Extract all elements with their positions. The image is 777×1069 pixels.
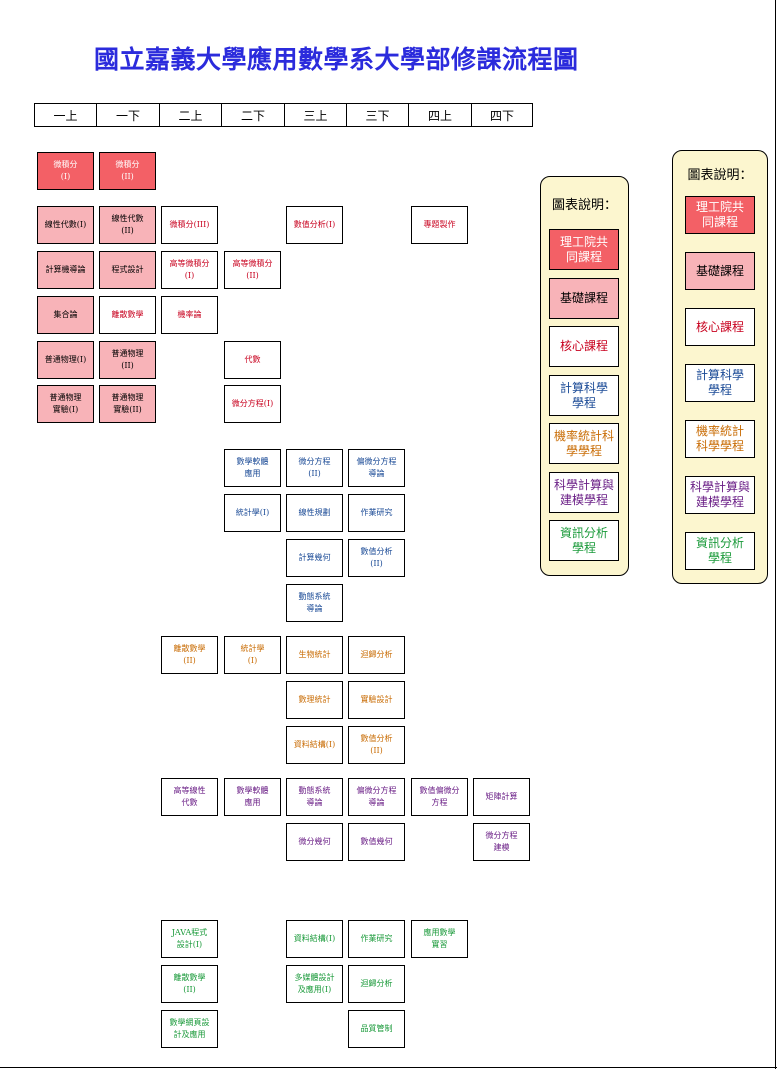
course-box: 微分方程 (II): [286, 449, 343, 487]
legend-item: 理工院共 同課程: [685, 196, 755, 234]
course-box: 應用數學 實習: [411, 920, 468, 958]
course-box: 高等微積分 (I): [161, 251, 218, 289]
course-box: 作業研究: [348, 494, 405, 532]
course-box: 數值幾何: [348, 823, 405, 861]
course-box: 矩陣計算: [473, 778, 530, 816]
legend-title: 圖表說明：: [551, 198, 617, 213]
course-box: 迴歸分析: [348, 636, 405, 674]
legend-title: 圖表說明：: [687, 168, 753, 183]
legend-panel: 圖表說明： 理工院共 同課程 基礎課程 核心課程 計算科學 學程 機率統計科 學…: [540, 176, 629, 576]
course-box: 資料結構(I): [286, 920, 343, 958]
course-box: 離散數學: [99, 296, 156, 334]
legend-item: 基礎課程: [685, 252, 755, 290]
course-box: 數值分析(I): [286, 206, 343, 244]
course-box: 機率論: [161, 296, 218, 334]
page-border-bottom: [0, 1067, 777, 1068]
course-box: 數理統計: [286, 681, 343, 719]
course-box: 線性代數 (II): [99, 206, 156, 244]
legend-item: 核心課程: [549, 326, 619, 367]
course-box: 代數: [224, 341, 281, 379]
course-box: 多媒體設計 及應用(I): [286, 965, 343, 1003]
semester-header: 二下: [221, 103, 284, 127]
course-box: 偏微分方程 導論: [348, 449, 405, 487]
course-box: 微分幾何: [286, 823, 343, 861]
course-box: 數學網頁設 計及應用: [161, 1010, 218, 1048]
legend-item: 機率統計科 學學程: [549, 423, 619, 464]
legend-item: 核心課程: [685, 308, 755, 346]
course-box: 高等微積分 (II): [224, 251, 281, 289]
course-box: 普通物理(I): [37, 341, 94, 379]
course-box: 離散數學 (II): [161, 965, 218, 1003]
semester-header: 一上: [34, 103, 96, 127]
course-box: 微分方程(I): [224, 385, 281, 423]
course-box: 統計學 (I): [224, 636, 281, 674]
page-title: 國立嘉義大學應用數學系大學部修課流程圖: [94, 45, 579, 74]
course-box: 偏微分方程 導論: [348, 778, 405, 816]
course-box: 數值分析 (II): [348, 726, 405, 764]
legend-item: 資訊分析 學程: [685, 532, 755, 570]
course-box: 動態系統 導論: [286, 778, 343, 816]
course-box: 普通物理 實驗(I): [37, 385, 94, 423]
course-box: 線性規劃: [286, 494, 343, 532]
course-box: 計算幾何: [286, 539, 343, 577]
course-box: 統計學(I): [224, 494, 281, 532]
semester-header: 四上: [408, 103, 471, 127]
course-box: 動態系統 導論: [286, 584, 343, 622]
course-box: 高等線性 代數: [161, 778, 218, 816]
course-box: 品質管制: [348, 1010, 405, 1048]
course-box: 微積分 (II): [99, 152, 156, 190]
legend-item: 理工院共 同課程: [549, 229, 619, 270]
course-box: 普通物理 (II): [99, 341, 156, 379]
course-box: 程式設計: [99, 251, 156, 289]
course-box: 線性代數(I): [37, 206, 94, 244]
course-box: 計算機導論: [37, 251, 94, 289]
semester-header: 一下: [96, 103, 159, 127]
semester-header: 三上: [284, 103, 346, 127]
course-box: 資料結構(I): [286, 726, 343, 764]
semester-header: 四下: [471, 103, 533, 127]
course-box: 作業研究: [348, 920, 405, 958]
course-box: 微積分 (I): [37, 152, 94, 190]
legend-item: 科學計算與 建模學程: [549, 472, 619, 513]
course-box: 微積分(III): [161, 206, 218, 244]
course-box: 實驗設計: [348, 681, 405, 719]
legend-item: 計算科學 學程: [549, 375, 619, 416]
course-box: 普通物理 實驗(II): [99, 385, 156, 423]
legend-item: 資訊分析 學程: [549, 520, 619, 561]
legend-panel: 圖表說明： 理工院共 同課程 基礎課程 核心課程 計算科學 學程 機率統計 科學…: [672, 150, 768, 584]
course-box: 離散數學 (II): [161, 636, 218, 674]
semester-header: 三下: [346, 103, 408, 127]
course-box: 集合論: [37, 296, 94, 334]
legend-item: 基礎課程: [549, 278, 619, 319]
legend-item: 機率統計 科學學程: [685, 420, 755, 458]
course-box: 數值分析 (II): [348, 539, 405, 577]
course-box: 專題製作: [411, 206, 468, 244]
course-box: 數學軟體 應用: [224, 778, 281, 816]
course-box: 數值偏微分 方程: [411, 778, 468, 816]
course-box: 迴歸分析: [348, 965, 405, 1003]
course-box: 微分方程 建模: [473, 823, 530, 861]
course-box: JAVA程式 設計(I): [161, 920, 218, 958]
legend-item: 計算科學 學程: [685, 364, 755, 402]
course-box: 生物統計: [286, 636, 343, 674]
legend-item: 科學計算與 建模學程: [685, 476, 755, 514]
semester-header: 二上: [159, 103, 221, 127]
course-box: 數學軟體 應用: [224, 449, 281, 487]
page-border-right: [775, 0, 776, 1069]
